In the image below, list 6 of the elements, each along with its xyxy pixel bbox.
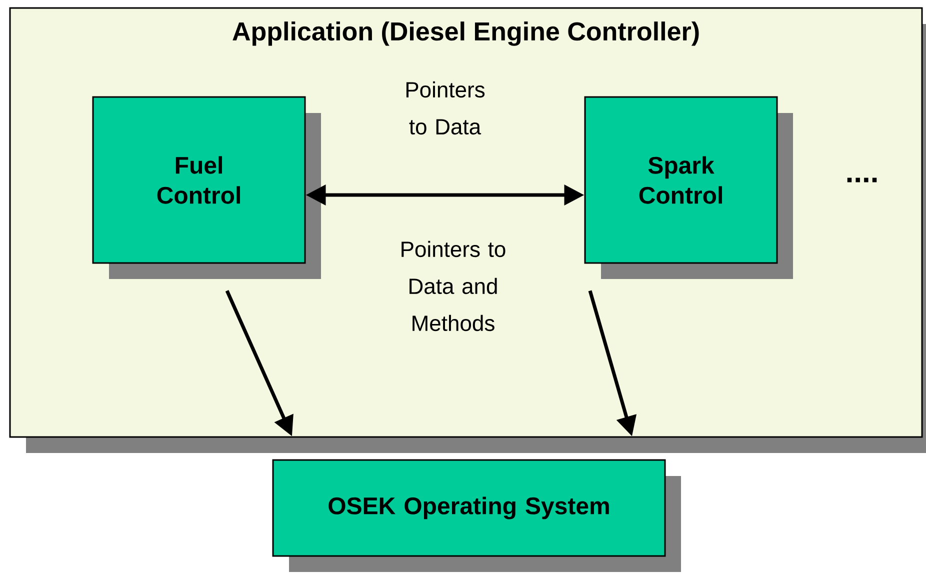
note-text: Pointers to Data and Methods [402, 240, 506, 332]
ellipsis-text: .... [847, 178, 877, 182]
edge-label: Pointers to Data [406, 81, 485, 135]
process-box: Fuel Control [92, 96, 321, 279]
system-box: OSEK Operating System [272, 459, 681, 572]
process-box: Spark Control [584, 96, 793, 279]
